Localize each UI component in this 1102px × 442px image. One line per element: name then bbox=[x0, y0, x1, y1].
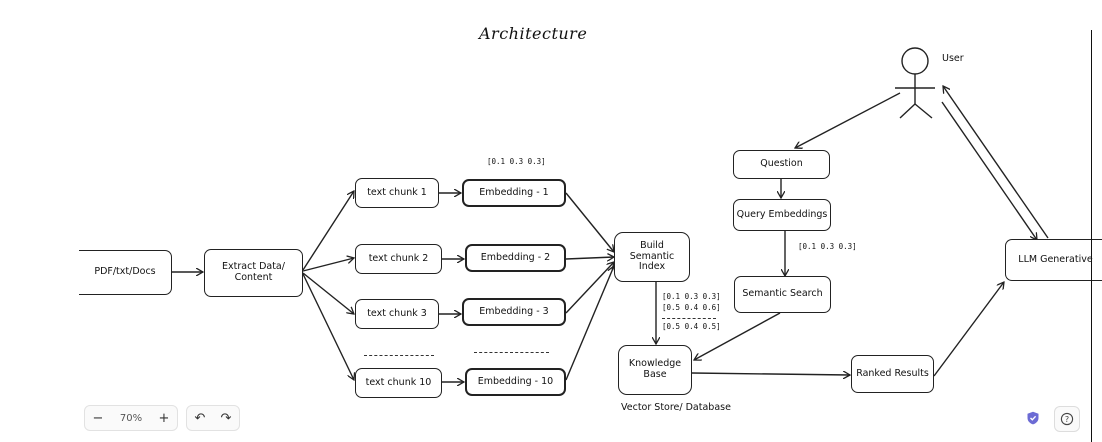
svg-text:?: ? bbox=[1065, 415, 1069, 424]
arrow-user-question bbox=[795, 92, 901, 148]
node-extract[interactable]: Extract Data/ Content bbox=[204, 249, 303, 297]
arrow-emb2-index bbox=[565, 257, 614, 259]
undo-button[interactable]: ↶ bbox=[194, 410, 206, 426]
query-vector-label: [0.1 0.3 0.3] bbox=[798, 242, 857, 251]
history-controls: ↶ ↷ bbox=[186, 405, 240, 431]
user-stick-figure bbox=[895, 47, 935, 119]
redo-button[interactable]: ↷ bbox=[220, 410, 232, 426]
arrow-extract-chunk1 bbox=[302, 191, 354, 271]
zoom-in-button[interactable]: + bbox=[158, 410, 170, 426]
index-vector-label-3: [0.5 0.4 0.5] bbox=[662, 322, 721, 331]
node-emb2[interactable]: Embedding - 2 bbox=[465, 244, 566, 272]
node-question[interactable]: Question bbox=[733, 150, 830, 179]
arrow-extract-chunk2 bbox=[302, 258, 354, 272]
node-emb1[interactable]: Embedding - 1 bbox=[462, 179, 566, 207]
help-button[interactable]: ? bbox=[1054, 406, 1080, 432]
node-emb3[interactable]: Embedding - 3 bbox=[462, 298, 566, 326]
zoom-out-button[interactable]: − bbox=[92, 410, 104, 426]
chunk-ellipsis-divider bbox=[364, 355, 434, 356]
canvas-right-edge bbox=[1091, 30, 1092, 442]
user-label: User bbox=[942, 53, 964, 64]
arrow-emb1-index bbox=[565, 192, 614, 252]
node-chunk1[interactable]: text chunk 1 bbox=[355, 178, 439, 208]
arrow-emb10-index bbox=[565, 266, 614, 381]
zoom-controls: − 70% + bbox=[84, 405, 178, 431]
emb1-vector-label: [0.1 0.3 0.3] bbox=[487, 157, 546, 166]
help-icon: ? bbox=[1060, 412, 1074, 426]
node-query-embeddings[interactable]: Query Embeddings bbox=[733, 199, 831, 231]
arrow-extract-chunk10 bbox=[302, 273, 354, 380]
node-chunk10[interactable]: text chunk 10 bbox=[355, 368, 442, 398]
diagram-title: Architecture bbox=[479, 24, 588, 43]
node-chunk3[interactable]: text chunk 3 bbox=[355, 299, 439, 329]
zoom-level[interactable]: 70% bbox=[119, 412, 143, 424]
node-index[interactable]: Build Semantic Index bbox=[614, 232, 690, 282]
shield-icon[interactable] bbox=[1026, 411, 1040, 425]
node-emb10[interactable]: Embedding - 10 bbox=[465, 368, 566, 396]
arrow-emb3-index bbox=[565, 262, 614, 314]
node-knowledge-base[interactable]: Knowledge Base bbox=[618, 345, 692, 395]
index-vector-label-2: [0.5 0.4 0.6] bbox=[662, 303, 721, 312]
arrow-results-llm bbox=[933, 282, 1004, 377]
arrow-llm-user bbox=[943, 86, 1049, 239]
node-ranked-results[interactable]: Ranked Results bbox=[851, 355, 934, 393]
index-vector-divider bbox=[662, 318, 716, 319]
node-semantic-search[interactable]: Semantic Search bbox=[734, 276, 831, 313]
vector-store-caption: Vector Store/ Database bbox=[621, 402, 731, 413]
arrow-user-llm bbox=[941, 101, 1037, 240]
node-source[interactable]: PDF/txt/Docs bbox=[79, 250, 172, 295]
arrow-search-kb bbox=[694, 312, 781, 360]
arrow-kb-results bbox=[691, 373, 850, 375]
node-llm-generative[interactable]: LLM Generative bbox=[1005, 239, 1102, 281]
zoom-toolbar: − 70% + ↶ ↷ bbox=[84, 405, 240, 431]
node-chunk2[interactable]: text chunk 2 bbox=[355, 244, 442, 274]
embedding-ellipsis-divider bbox=[474, 352, 549, 353]
arrow-extract-chunk3 bbox=[302, 272, 354, 314]
index-vector-label-1: [0.1 0.3 0.3] bbox=[662, 292, 721, 301]
